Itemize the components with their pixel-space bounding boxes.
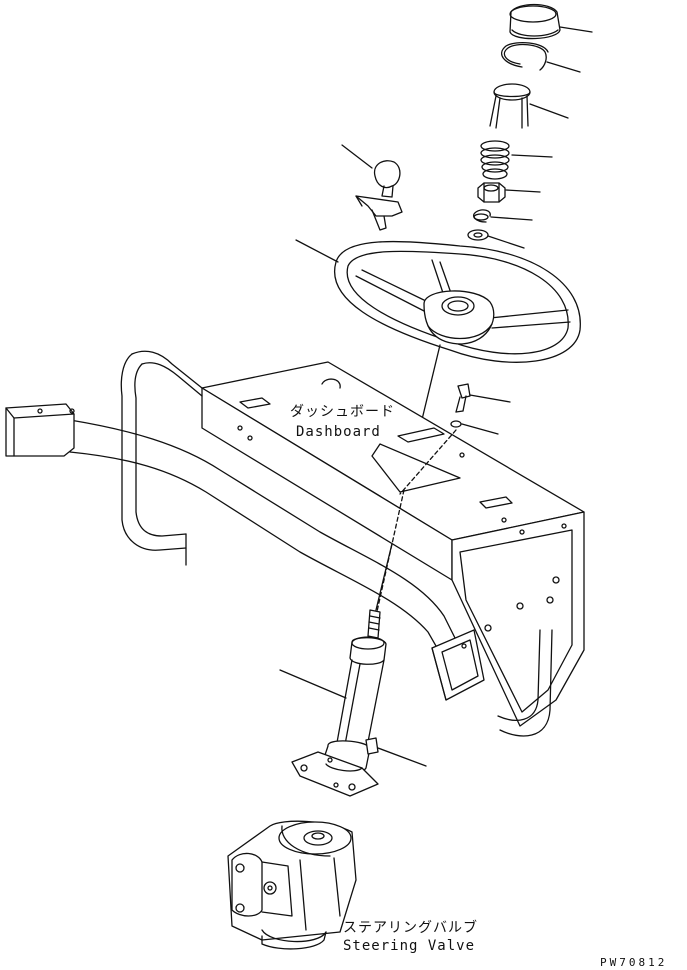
dashboard-label-jp: ダッシュボード xyxy=(290,404,395,420)
leader-line-bolt xyxy=(470,395,510,402)
handrail-tube xyxy=(6,404,484,700)
lock-washer xyxy=(474,210,491,222)
valve-label-jp: ステアリングバルブ xyxy=(343,919,478,936)
snap-ring xyxy=(502,43,548,70)
mounting-washer xyxy=(451,421,461,427)
steering-valve-body xyxy=(228,821,356,949)
leader-line-contact-plate xyxy=(530,104,568,118)
leader-line-snap-ring xyxy=(547,62,580,72)
leader-line-column xyxy=(280,670,346,698)
alignment-dashes xyxy=(376,430,456,616)
spring xyxy=(481,141,509,179)
valve-label-en: Steering Valve xyxy=(343,938,475,954)
steering-column xyxy=(292,610,386,796)
nut xyxy=(478,183,505,202)
leader-line-column-bolt xyxy=(378,748,426,766)
contact-plate xyxy=(490,84,530,128)
steering-wheel xyxy=(335,242,581,363)
leader-line-flat-washer xyxy=(488,236,524,248)
leader-line-nut xyxy=(506,190,540,192)
mounting-bolt xyxy=(456,384,470,412)
horn-cap xyxy=(510,5,560,39)
flat-washer xyxy=(468,230,488,240)
leader-line-knob xyxy=(342,145,372,168)
leader-line-cap xyxy=(560,27,592,32)
dashboard-label-en: Dashboard xyxy=(296,424,381,440)
drawing-code: PW70812 xyxy=(600,956,667,969)
leader-line-wheel xyxy=(296,240,338,262)
spinner-knob xyxy=(356,161,402,230)
leader-line-spring xyxy=(512,155,552,157)
leader-line-lock-washer xyxy=(491,217,532,220)
leader-line-washer xyxy=(462,424,498,434)
support-frame xyxy=(121,351,552,736)
